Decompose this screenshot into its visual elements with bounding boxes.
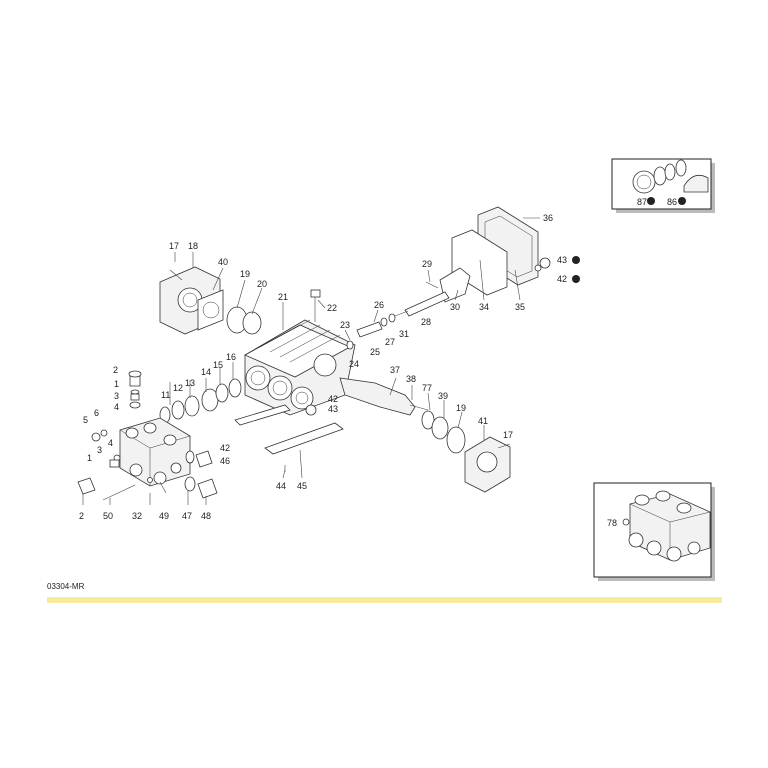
callout: 32 xyxy=(132,511,142,521)
callout: 86 xyxy=(667,197,677,207)
crankcase xyxy=(244,319,356,416)
manifold-head xyxy=(119,417,191,487)
callout: 39 xyxy=(438,391,448,401)
callout: 40 xyxy=(218,257,228,267)
callout: 45 xyxy=(297,481,307,491)
badge-icon xyxy=(572,256,580,264)
callout-labels: 17 18 40 19 20 21 22 23 24 25 26 27 31 2… xyxy=(79,197,677,528)
plugs-right xyxy=(184,450,218,499)
callout: 2 xyxy=(79,511,84,521)
callout: 4 xyxy=(108,438,113,448)
callout: 21 xyxy=(278,292,288,302)
crankshaft xyxy=(339,377,511,493)
callout: 1 xyxy=(114,379,119,389)
callout: 5 xyxy=(83,415,88,425)
callout: 29 xyxy=(422,259,432,269)
callout: 41 xyxy=(478,416,488,426)
callout: 77 xyxy=(422,383,432,393)
callout: 47 xyxy=(182,511,192,521)
callout: 36 xyxy=(543,213,553,223)
dipstick xyxy=(310,289,321,322)
footer-band xyxy=(47,597,722,603)
callout: 6 xyxy=(94,408,99,418)
seal-stack xyxy=(159,378,242,424)
callout: 42 xyxy=(220,443,230,453)
callout: 17 xyxy=(169,241,179,251)
callout: 25 xyxy=(370,347,380,357)
callout: 44 xyxy=(276,481,286,491)
callout: 22 xyxy=(327,303,337,313)
inset-manifold-assembly xyxy=(593,482,715,581)
callout: 3 xyxy=(114,391,119,401)
callout: 17 xyxy=(503,430,513,440)
inset-seal-kit xyxy=(611,158,715,213)
valve-parts-left xyxy=(77,370,153,501)
callout: 38 xyxy=(406,374,416,384)
base-plates xyxy=(234,404,344,472)
callout: 35 xyxy=(515,302,525,312)
callout: 27 xyxy=(385,337,395,347)
callout: 23 xyxy=(340,320,350,330)
callout: 43 xyxy=(328,404,338,414)
badge-icon xyxy=(572,275,580,283)
callout: 19 xyxy=(456,403,466,413)
callout: 42 xyxy=(328,394,338,404)
drawing-code: 03304-MR xyxy=(47,582,85,591)
callout: 19 xyxy=(240,269,250,279)
callout: 78 xyxy=(607,518,617,528)
callout: 26 xyxy=(374,300,384,310)
callout: 46 xyxy=(220,456,230,466)
connecting-rod xyxy=(346,267,471,350)
callout: 4 xyxy=(114,402,119,412)
callout: 14 xyxy=(201,367,211,377)
callout: 49 xyxy=(159,511,169,521)
callout: 48 xyxy=(201,511,211,521)
callout: 3 xyxy=(97,445,102,455)
callout: 20 xyxy=(257,279,267,289)
callout: 28 xyxy=(421,317,431,327)
callout: 2 xyxy=(113,365,118,375)
callout: 31 xyxy=(399,329,409,339)
flange-left xyxy=(159,266,262,335)
callout: 1 xyxy=(87,453,92,463)
callout: 12 xyxy=(173,383,183,393)
callout: 11 xyxy=(161,390,170,400)
callout: 15 xyxy=(213,360,223,370)
leader-lines xyxy=(82,252,521,505)
callout: 24 xyxy=(349,359,359,369)
callout: 18 xyxy=(188,241,198,251)
callout: 13 xyxy=(185,378,195,388)
callout: 16 xyxy=(226,352,236,362)
callout: 50 xyxy=(103,511,113,521)
callout: 87 xyxy=(637,197,647,207)
callout: 42 xyxy=(557,274,567,284)
callout: 34 xyxy=(479,302,489,312)
callout: 37 xyxy=(390,365,400,375)
callout: 43 xyxy=(557,255,567,265)
callout: 30 xyxy=(450,302,460,312)
